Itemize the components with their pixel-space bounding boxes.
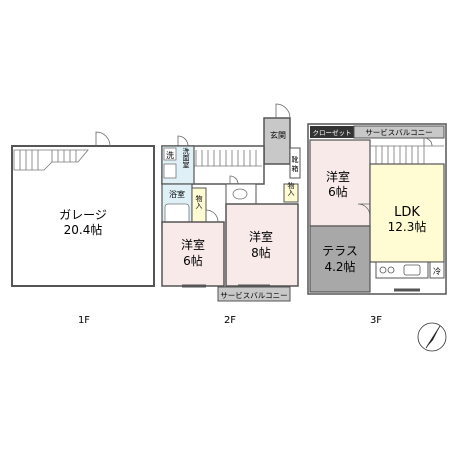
hallway-door-top: [177, 135, 189, 147]
western-2f-a-door: [205, 209, 219, 223]
toilet: [232, 188, 248, 200]
entrance-label: 玄関: [270, 130, 286, 140]
wash-basin: [163, 163, 177, 179]
ldk-room: [369, 163, 445, 263]
garage-name: ガレージ: [59, 208, 107, 222]
western-room-3f: [309, 139, 371, 227]
western-2f-b-name: 洋室: [249, 229, 273, 244]
bathtub: [164, 203, 190, 225]
terrace-size: 4.2帖: [324, 259, 355, 274]
washroom-label-1: 洗: [166, 150, 174, 160]
closet-label: クローゼット: [313, 128, 352, 137]
floor-label-3f: 3F: [370, 315, 382, 326]
garage-size: 20.4帖: [64, 222, 103, 237]
kitchen-counter: [375, 261, 429, 279]
entrance-area: [263, 117, 291, 165]
service-balcony-3f: [353, 125, 445, 139]
service-balcony-2f-label: サービスバルコニー: [220, 291, 287, 300]
ldk-size: 12.3帖: [388, 219, 427, 234]
western-room-2f-a: [161, 221, 225, 287]
floor-label-1f: 1F: [78, 315, 90, 326]
shoe-box-label-2: 箱: [292, 164, 299, 173]
terrace: [309, 225, 371, 293]
floor-3f: クローゼット サービスバルコニー 洋室 6帖 LDK 12.3帖: [307, 123, 447, 326]
stairs-2f: [194, 150, 262, 167]
washing-machine-spot: [163, 147, 177, 161]
western-2f-a-name: 洋室: [181, 237, 205, 252]
service-balcony-2f: [217, 286, 291, 302]
washroom-label-2: 洗面室: [182, 147, 190, 169]
floor-2f: 玄関 靴 箱 洗 洗面室 浴室 物入: [161, 103, 301, 326]
floor-1f: ガレージ 20.4帖 1F: [11, 131, 155, 326]
north-arrow-icon: [417, 322, 447, 352]
fridge-space: [429, 261, 445, 279]
fridge-label: 冷: [433, 266, 441, 276]
storage-a-label: 物入: [195, 194, 203, 209]
entrance-door: [275, 103, 291, 119]
bathroom-label: 浴室: [169, 189, 185, 199]
storage-b-label: 物入: [287, 181, 295, 196]
western-2f-a-size: 6帖: [183, 253, 203, 268]
storage-b: [283, 183, 299, 203]
stove-burner-1: [379, 266, 387, 274]
western-3f-name: 洋室: [326, 169, 350, 184]
garage-door: [95, 131, 111, 147]
terrace-name: テラス: [322, 244, 358, 258]
service-balcony-3f-label: サービスバルコニー: [365, 128, 432, 137]
closet: [310, 126, 354, 138]
shoe-box-area: [289, 147, 301, 179]
western-2f-b-size: 8帖: [251, 245, 271, 260]
western-3f-size: 6帖: [328, 184, 348, 199]
shoe-box-label-1: 靴: [292, 155, 299, 164]
stove-burner-2: [387, 266, 395, 274]
floor-label-2f: 2F: [224, 315, 236, 326]
toilet-door: [229, 175, 239, 185]
balcony-door-3f: [423, 137, 433, 147]
kitchen-sink: [403, 264, 421, 276]
garage-stairs: [13, 149, 89, 171]
ldk-name: LDK: [394, 205, 420, 220]
western-room-2f-b: [225, 203, 299, 287]
